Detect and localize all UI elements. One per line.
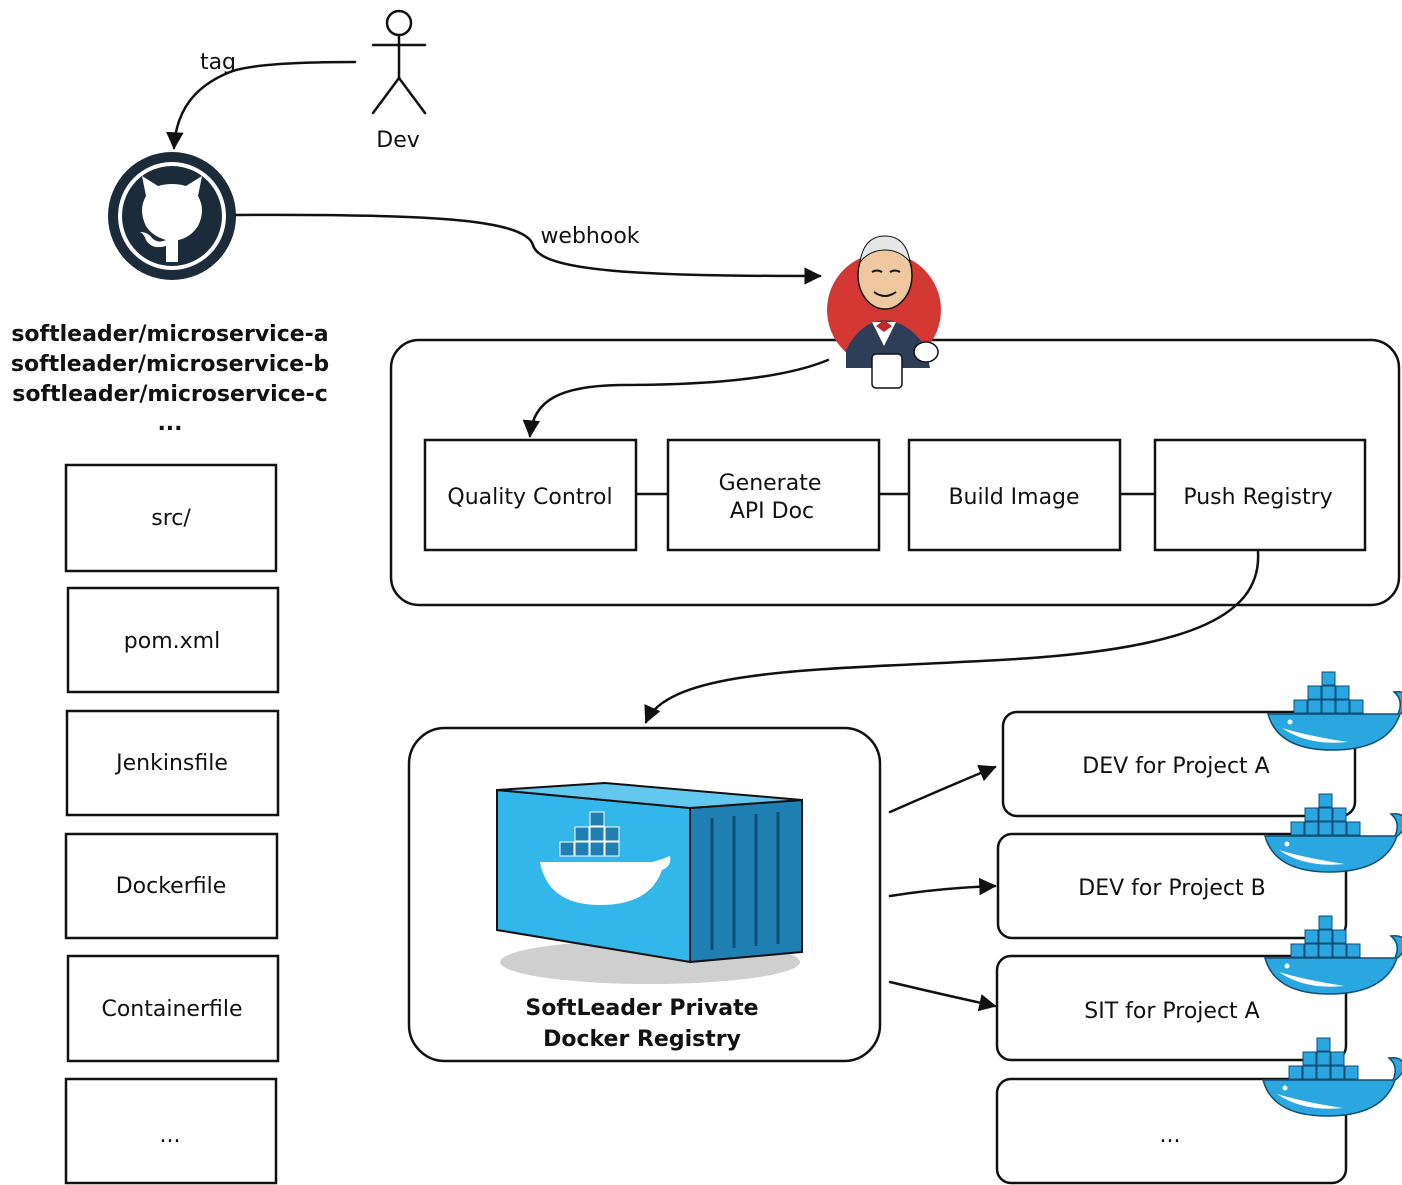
docker-whale-icon [540,811,671,905]
docker-whale-icon [1264,793,1402,873]
environment-label: ... [1160,1123,1181,1148]
jenkins-butler-icon [827,235,941,389]
stick-figure-icon [371,9,427,115]
webhook-edge [234,213,822,285]
push-to-registry-edge [644,550,1260,724]
pipeline-stage: Generate API Doc [666,438,881,552]
repo-name: softleader/microservice-a [11,322,328,347]
docker-whale-icon [1262,1037,1402,1117]
file-label: Jenkinsfile [114,751,228,776]
docker-whale-icon [1264,915,1402,995]
pipeline-stage: Push Registry [1153,438,1367,552]
stage-label: Push Registry [1183,485,1332,510]
stage-label: Quality Control [447,485,612,510]
docker-whale-icon [1267,671,1402,751]
registry-title-line2: Docker Registry [543,1027,741,1052]
file-label: Containerfile [101,997,242,1022]
github-octocat-icon [108,152,236,280]
environment-label: DEV for Project A [1082,754,1269,779]
environment-label: DEV for Project B [1078,876,1265,901]
repo-name: softleader/microservice-b [11,352,329,377]
shipping-container-icon [496,781,803,984]
repo-list: softleader/microservice-a softleader/mic… [11,322,329,436]
environment-box: DEV for Project B [996,832,1348,940]
environment-box: DEV for Project A [1001,710,1357,818]
file-label: src/ [151,506,191,531]
file-label: pom.xml [124,629,220,654]
pipeline-stage: Quality Control [423,438,638,552]
registry-to-env-edge [888,980,997,1012]
stage-label: Generate [719,471,822,496]
file-label: ... [160,1123,181,1148]
stage-label-line2: API Doc [730,499,814,524]
file-box: Jenkinsfile [65,709,280,817]
tag-edge [166,60,357,150]
file-box: src/ [64,463,278,573]
webhook-label: webhook [540,224,639,249]
dev-label: Dev [376,128,420,153]
file-label: Dockerfile [116,874,227,899]
docker-whale-icons [1262,671,1402,1117]
file-box: ... [64,1077,278,1185]
environment-box: ... [995,1077,1348,1185]
environment-box: SIT for Project A [995,954,1348,1062]
repo-name: softleader/microservice-c [12,382,328,407]
tag-label: tag [200,50,236,75]
file-list: src/ pom.xml Jenkinsfile Dockerfile Cont… [64,463,280,1185]
file-box: Dockerfile [64,832,279,940]
registry-to-env-edge [888,877,997,898]
jenkins-to-stage-edge [522,358,830,438]
dev-actor: Dev [371,9,427,153]
repo-more: ... [157,411,182,436]
registry-to-env-edge [888,765,997,814]
registry-title: SoftLeader Private [525,996,758,1021]
file-box: pom.xml [66,586,280,694]
pipeline-stage: Build Image [907,438,1122,552]
environment-label: SIT for Project A [1084,999,1259,1024]
file-box: Containerfile [66,954,280,1063]
stage-label: Build Image [948,485,1079,510]
